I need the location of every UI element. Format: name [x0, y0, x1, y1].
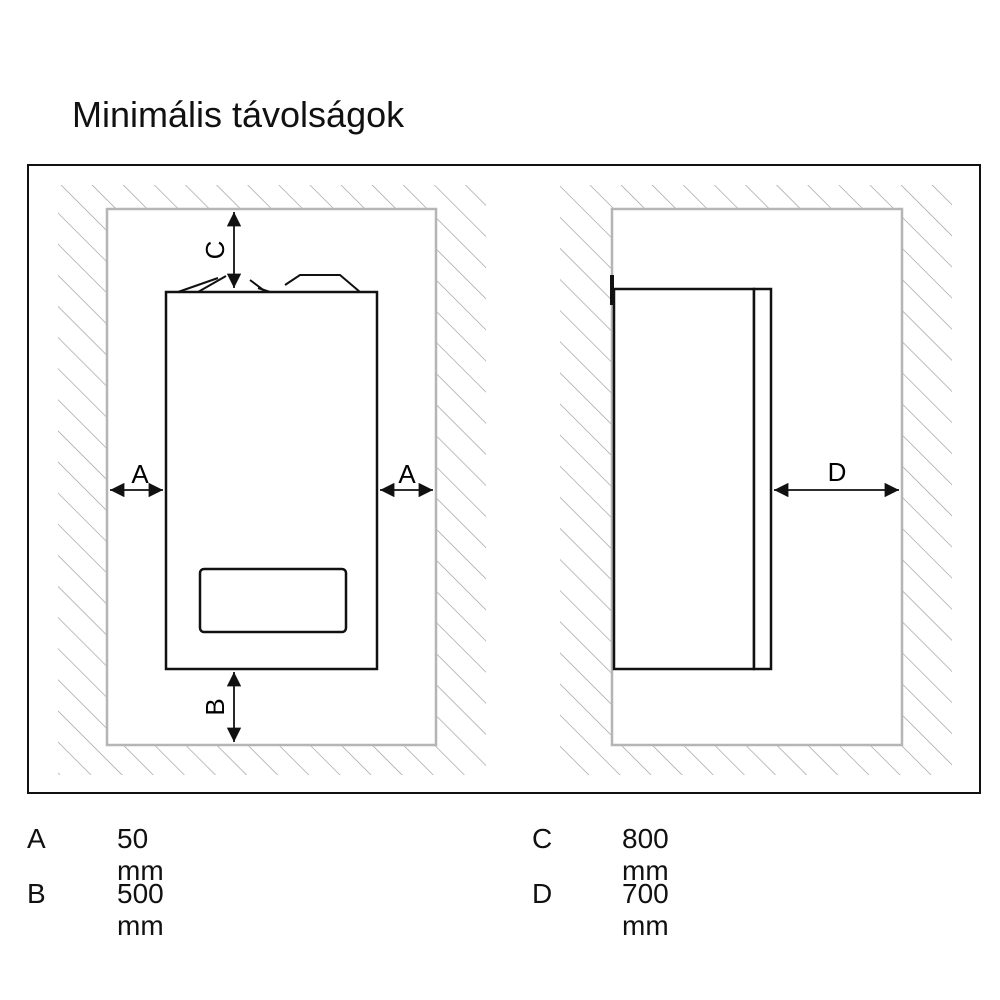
label-c: C — [200, 241, 230, 260]
boiler-display-panel — [198, 567, 348, 634]
legend-key-b: B — [27, 878, 46, 909]
legend-key-c: C — [532, 823, 553, 854]
boiler-side — [610, 275, 773, 671]
label-b: B — [200, 698, 230, 715]
legend-value-c: 800 mm — [622, 823, 669, 886]
legend-key-a: A — [27, 823, 46, 854]
front-wall-hatch — [58, 185, 486, 775]
side-wall-hatch — [560, 185, 952, 775]
legend-value-a: 50 mm — [117, 823, 164, 886]
legend-key-d: D — [532, 878, 553, 909]
boiler-side-front-panel — [752, 287, 773, 671]
legend-value-d: 700 mm — [622, 878, 669, 941]
boiler-side-casing — [612, 287, 756, 671]
label-d: D — [828, 457, 847, 487]
page-title: Minimális távolságok — [72, 94, 405, 135]
label-a-right: A — [398, 459, 416, 489]
label-a-left: A — [131, 459, 149, 489]
boiler-front — [164, 274, 379, 671]
legend-value-b: 500 mm — [117, 878, 164, 941]
